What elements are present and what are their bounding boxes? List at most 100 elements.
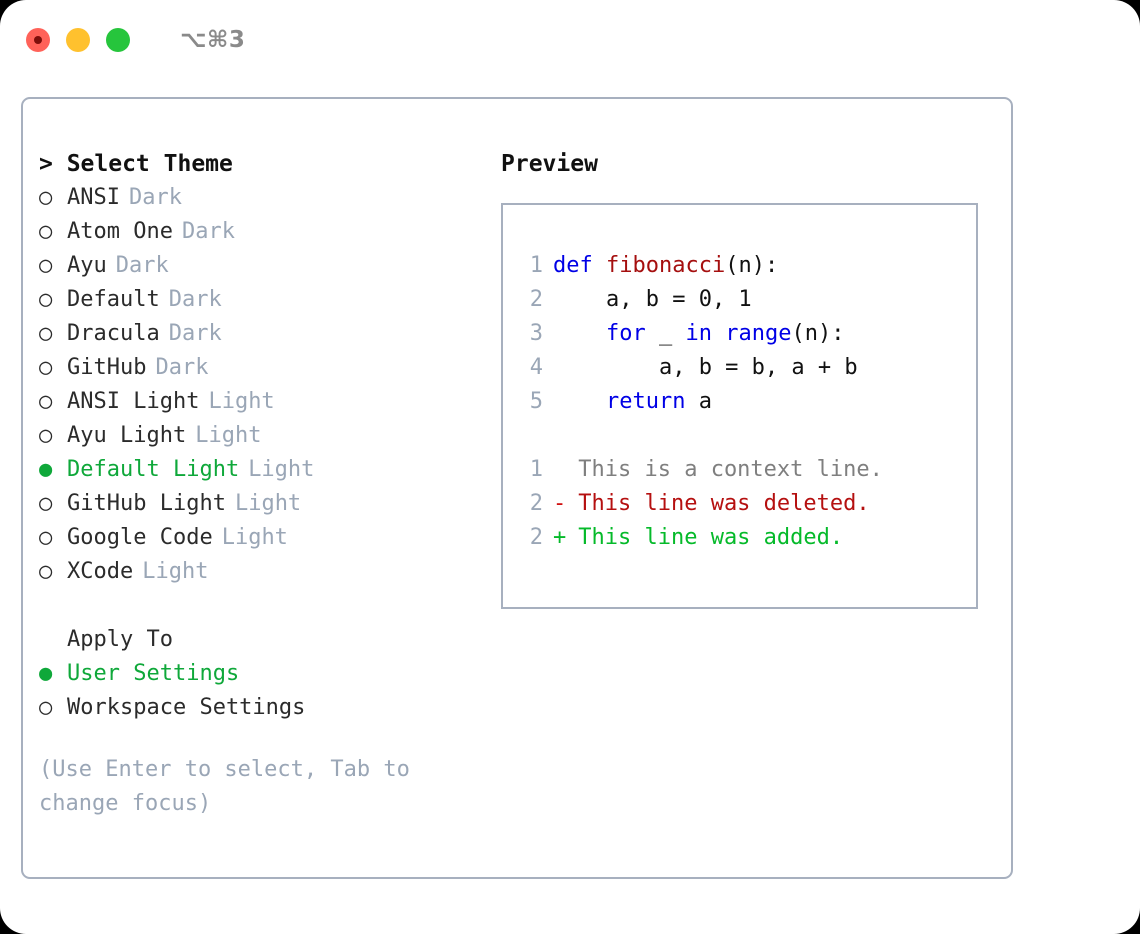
theme-option-label: ANSI Light [67,389,200,414]
code-token-kw: for [605,321,646,346]
line-number: 2 [529,491,543,516]
line-number: 2 [529,287,543,312]
code-line: 5 return a [517,385,976,419]
radio-unselected-icon: ○ [39,287,53,312]
code-line: 4 a, b = b, a + b [517,351,976,385]
code-token-plain: a, b = 0, 1 [553,287,752,312]
title-bar: ⌥⌘3 [0,0,1140,80]
close-button-icon[interactable] [26,28,50,52]
theme-option-5[interactable]: ○ GitHub Dark [39,351,509,385]
apply-to-option-label: Workspace Settings [67,695,306,720]
theme-option-1[interactable]: ○ Atom One Dark [39,215,509,249]
theme-option-variant-tag: Light [248,457,315,482]
theme-option-10[interactable]: ○ Google Code Light [39,521,509,555]
theme-option-label: Default Light [67,457,240,482]
theme-option-label: Atom One [67,219,173,244]
minimize-button-icon[interactable] [66,28,90,52]
theme-option-label: GitHub [67,355,147,380]
theme-option-label: Ayu [67,253,107,278]
radio-unselected-icon: ○ [39,321,53,346]
radio-unselected-icon: ○ [39,491,53,516]
line-number: 2 [529,525,543,550]
theme-option-variant-tag: Dark [128,185,182,210]
preview-title: Preview [501,151,598,177]
code-line: 1 def fibonacci(n): [517,249,976,283]
code-token-kw: range [725,321,792,346]
radio-unselected-icon: ○ [39,219,53,244]
radio-unselected-icon: ○ [39,423,53,448]
diff-text: This is a context line. [565,457,883,482]
theme-option-label: Ayu Light [67,423,187,448]
theme-option-variant-tag: Light [234,491,302,516]
apply-to-option-label: User Settings [67,661,240,686]
theme-option-variant-tag: Light [142,559,209,584]
keyboard-hint-text: (Use Enter to select, Tab to change focu… [39,757,410,816]
apply-to-header: Apply To [67,627,173,652]
diff-line-ctx: 1 This is a context line. [517,453,976,487]
theme-option-8[interactable]: ● Default Light Light [39,453,509,487]
code-line: 3 for _ in range(n): [517,317,976,351]
line-number: 1 [529,457,543,482]
diff-marker-add: + [553,525,567,550]
keyboard-shortcut-label: ⌥⌘3 [180,27,246,53]
code-token-plain [712,317,725,351]
traffic-lights [26,28,130,52]
theme-option-variant-tag: Dark [168,287,222,312]
code-token-plain: _ [645,321,686,346]
radio-unselected-icon: ○ [39,185,53,210]
radio-selected-icon: ● [39,457,53,482]
radio-unselected-icon: ○ [39,389,53,414]
theme-option-variant-tag: Dark [115,253,169,278]
code-token-plain: (n): [725,253,779,278]
code-token-plain [553,317,606,351]
theme-option-label: GitHub Light [67,491,226,516]
code-line: 2 a, b = 0, 1 [517,283,976,317]
apply-to-option-1[interactable]: ○ Workspace Settings [39,691,509,725]
line-number: 3 [529,321,543,346]
select-theme-header: > Select Theme [39,151,233,177]
diff-line-del: 2- This line was deleted. [517,487,976,521]
diff-sample: 1 This is a context line.2- This line wa… [517,453,976,555]
line-number: 5 [529,389,543,414]
radio-selected-icon: ● [39,661,53,686]
code-token-plain: a [685,389,712,414]
theme-option-label: Google Code [67,525,213,550]
theme-option-label: Dracula [67,321,160,346]
list-spacer [39,589,509,623]
theme-option-variant-tag: Dark [181,219,235,244]
maximize-button-icon[interactable] [106,28,130,52]
theme-option-6[interactable]: ○ ANSI Light Light [39,385,509,419]
code-token-fn: fibonacci [605,253,726,278]
theme-option-variant-tag: Light [208,389,275,414]
code-diff-gap [517,419,976,453]
apply-to-option-0[interactable]: ● User Settings [39,657,509,691]
theme-option-variant-tag: Dark [168,321,222,346]
code-token-kw: return [605,389,686,414]
code-token-plain: (n): [791,321,845,346]
theme-option-variant-tag: Light [221,525,288,550]
apply-to-list[interactable]: ● User Settings ○ Workspace Settings [39,657,509,725]
diff-text: This line was added. [565,525,844,550]
theme-option-2[interactable]: ○ Ayu Dark [39,249,509,283]
radio-unselected-icon: ○ [39,695,53,720]
theme-option-9[interactable]: ○ GitHub Light Light [39,487,509,521]
theme-option-4[interactable]: ○ Dracula Dark [39,317,509,351]
radio-unselected-icon: ○ [39,253,53,278]
code-token-kw: def [553,253,606,278]
radio-unselected-icon: ○ [39,559,53,584]
diff-line-add: 2 + This line was added. [517,521,976,555]
theme-option-variant-tag: Dark [155,355,209,380]
radio-unselected-icon: ○ [39,525,53,550]
line-number: 1 [529,253,543,278]
radio-unselected-icon: ○ [39,355,53,380]
